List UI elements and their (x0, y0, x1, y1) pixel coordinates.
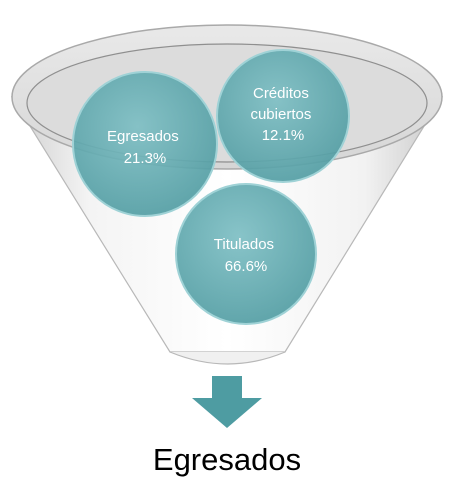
down-arrow-icon (192, 376, 262, 428)
circle-egresados-label: Egresados 21.3% (107, 128, 183, 167)
circle-titulados: Titulados 66.6% (175, 183, 317, 325)
funnel-spout (169, 351, 286, 365)
circle-titulados-label: Titulados 66.6% (214, 236, 278, 275)
result-label: Egresados (153, 442, 301, 477)
circle-egresados: Egresados 21.3% (72, 71, 218, 217)
circle-creditos: Créditos cubiertos 12.1% (216, 49, 350, 183)
circle-creditos-label: Créditos cubiertos 12.1% (250, 85, 315, 144)
